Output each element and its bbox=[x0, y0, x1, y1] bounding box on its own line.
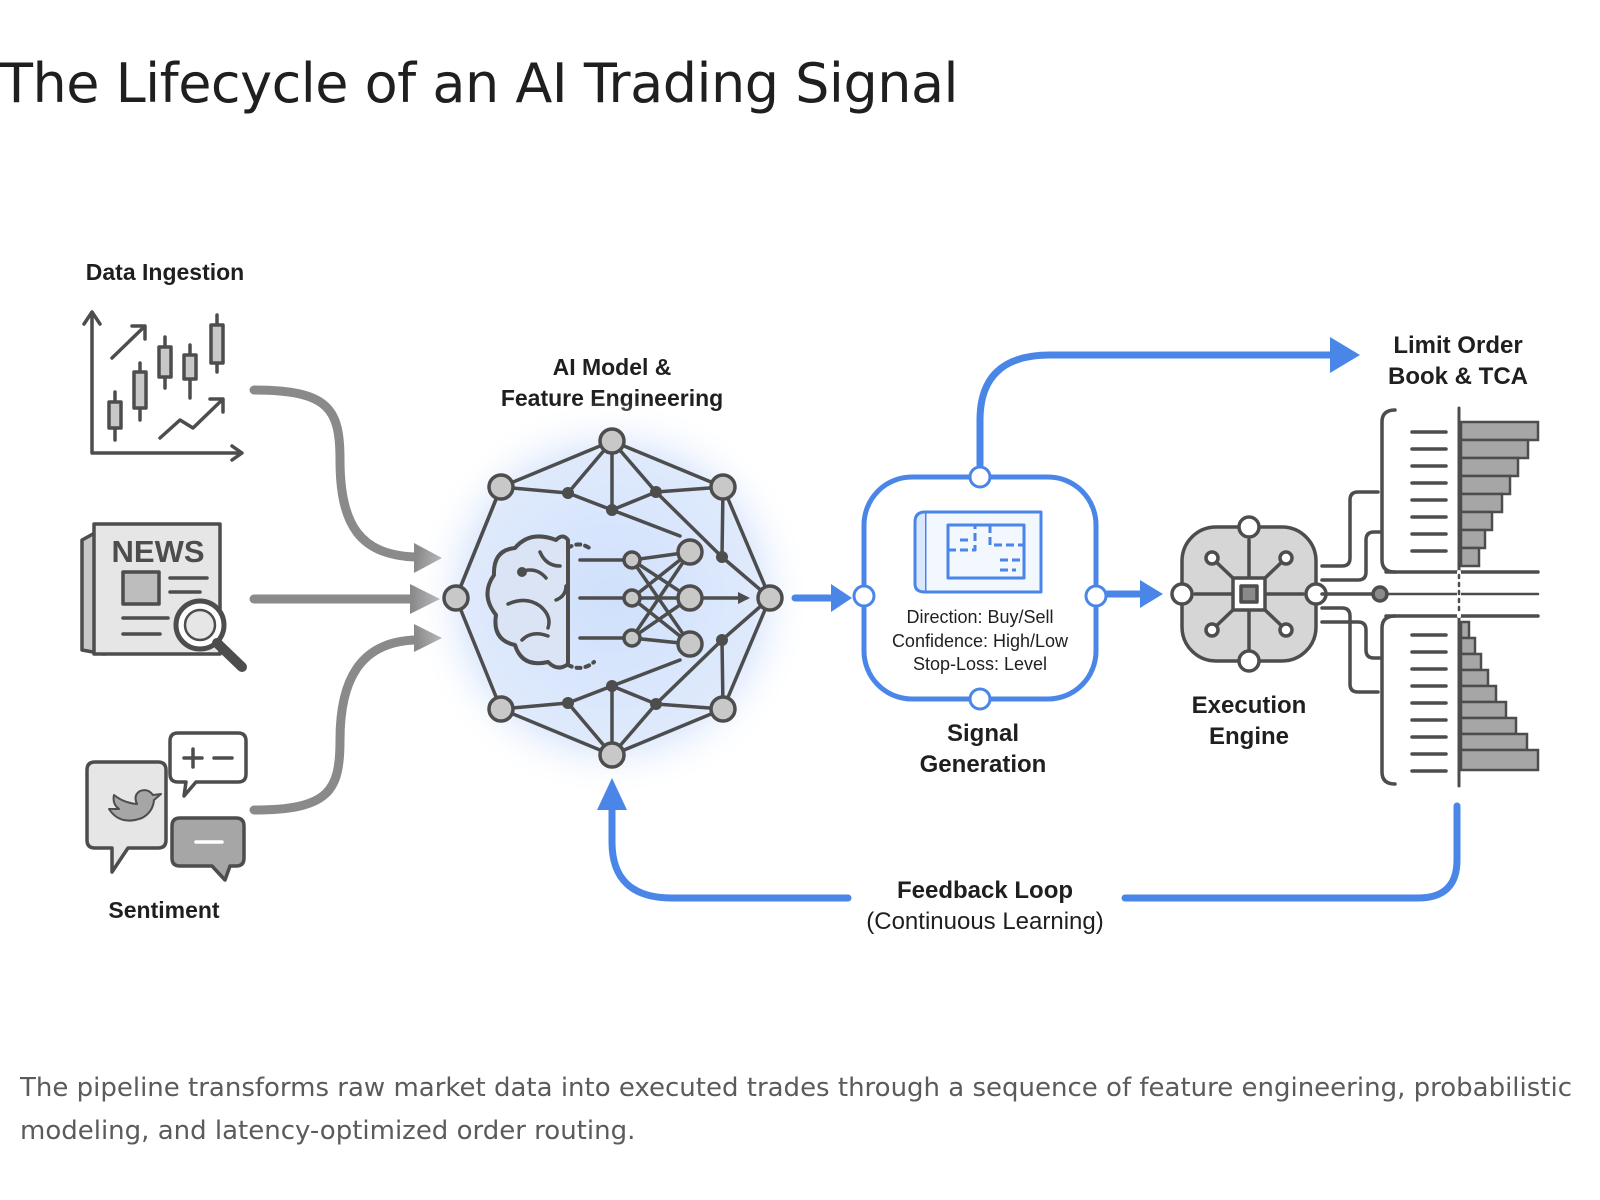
limit-order-book-label-line1: Limit Order bbox=[1393, 332, 1522, 359]
execution-engine-label-line2: Engine bbox=[1209, 723, 1289, 750]
news-text: NEWS bbox=[112, 534, 205, 569]
feedback-loop-label-line2: (Continuous Learning) bbox=[866, 908, 1103, 935]
signal-stoploss-text: Stop-Loss: Level bbox=[913, 654, 1047, 674]
figure-caption: The pipeline transforms raw market data … bbox=[20, 1073, 1573, 1146]
signal-generation-label-line1: Signal bbox=[947, 720, 1019, 747]
data-ingestion-label: Data Ingestion bbox=[86, 259, 244, 285]
candlestick-chart-icon bbox=[82, 310, 244, 462]
feedback-loop-label-line1: Feedback Loop bbox=[897, 877, 1073, 904]
execution-engine-label-line1: Execution bbox=[1192, 692, 1307, 719]
flow-arrowheads bbox=[597, 337, 1360, 810]
sentiment-label: Sentiment bbox=[108, 897, 220, 923]
limit-order-book-label-line2: Book & TCA bbox=[1388, 363, 1528, 390]
signal-generation-label-line2: Generation bbox=[920, 751, 1047, 778]
signal-lifecycle-diagram: Data Ingestion NEWS Sentiment bbox=[80, 259, 1540, 935]
brain-network-icon bbox=[412, 398, 812, 798]
signal-direction-text: Direction: Buy/Sell bbox=[906, 607, 1053, 627]
order-book-icon bbox=[1320, 406, 1540, 788]
signal-generation-box: Direction: Buy/Sell Confidence: High/Low… bbox=[852, 465, 1108, 711]
flow-arrows bbox=[608, 351, 1461, 902]
processor-icon bbox=[1170, 515, 1328, 673]
signal-confidence-text: Confidence: High/Low bbox=[892, 631, 1069, 651]
ingestion-arrows bbox=[249, 385, 420, 815]
social-sentiment-icon bbox=[85, 731, 248, 882]
ai-model-label-line1: AI Model & bbox=[553, 354, 672, 380]
page-title: The Lifecycle of an AI Trading Signal bbox=[0, 52, 959, 115]
order-book-depth-bars bbox=[1459, 420, 1540, 772]
blueprint-icon bbox=[913, 510, 1043, 594]
newspaper-icon: NEWS bbox=[80, 522, 247, 672]
